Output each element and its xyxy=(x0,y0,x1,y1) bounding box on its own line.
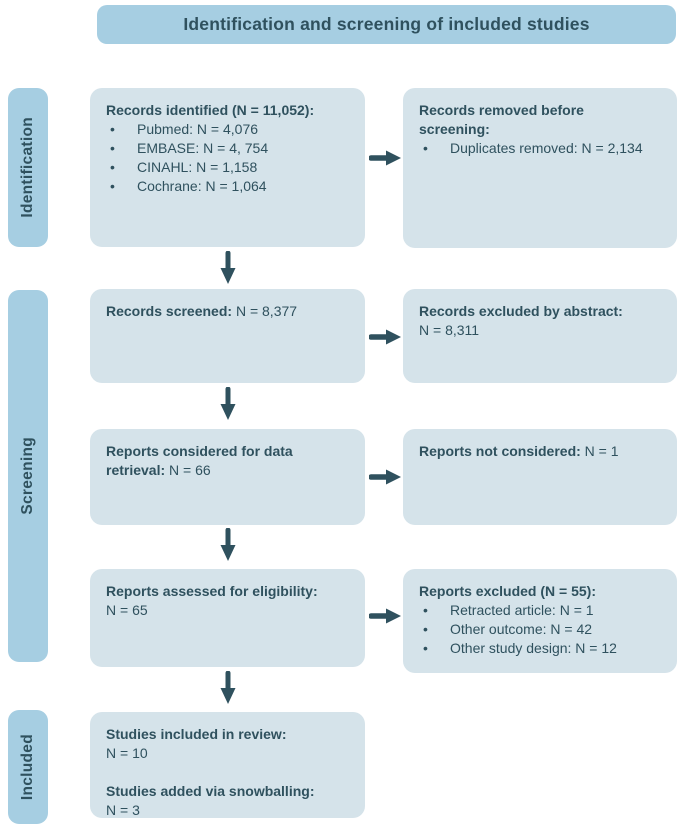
box-records-removed: Records removed before screening: • Duplic… xyxy=(403,88,677,248)
box-records-screened: Records screened: N = 8,377 xyxy=(90,289,365,383)
text-line: Reports excluded (N = 55): xyxy=(419,583,596,599)
arrow-down-icon xyxy=(219,671,237,705)
text-line: N = 65 xyxy=(106,602,148,618)
bullet-item: • Retracted article: N = 1 xyxy=(419,601,661,620)
arrow-right-icon xyxy=(369,468,401,486)
arrow-right-icon xyxy=(369,328,401,346)
bullet-icon: • xyxy=(110,178,115,194)
stage-label-identification: Identification xyxy=(19,117,36,218)
text-line: Reports considered for data retrieval: N… xyxy=(106,443,293,478)
bullet-text: CINAHL: N = 1,158 xyxy=(137,159,258,175)
text-line: N = 10 xyxy=(106,745,148,761)
text-line: Records removed before screening: xyxy=(419,102,584,137)
text-line: Studies included in review: xyxy=(106,726,287,742)
text-line: Studies added via snowballing: xyxy=(106,783,315,799)
text-line: Reports not considered: N = 1 xyxy=(419,443,619,459)
bullet-text: Other outcome: N = 42 xyxy=(450,621,593,637)
stage-bar-included: Included xyxy=(8,710,48,824)
box-reports-not-considered: Reports not considered: N = 1 xyxy=(403,429,677,525)
text-line: Records screened: N = 8,377 xyxy=(106,303,298,319)
box-reports-excluded: Reports excluded (N = 55): • Retracted art… xyxy=(403,569,677,673)
bullet-icon: • xyxy=(423,621,428,637)
stage-bar-identification: Identification xyxy=(8,88,48,247)
bullet-icon: • xyxy=(423,140,428,156)
arrow-right-icon xyxy=(369,149,401,167)
stage-bar-screening: Screening xyxy=(8,290,48,662)
diagram-title: Identification and screening of included… xyxy=(97,5,676,44)
arrow-down-icon xyxy=(219,528,237,562)
bullet-item: • EMBASE: N = 4, 754 xyxy=(106,139,349,158)
bullet-item: • Pubmed: N = 4,076 xyxy=(106,120,349,139)
bullet-text: Duplicates removed: N = 2,134 xyxy=(450,140,643,156)
arrow-down-icon xyxy=(219,251,237,285)
box-records-identified: Records identified (N = 11,052): • Pubmed:… xyxy=(90,88,365,247)
box-reports-assessed: Reports assessed for eligibility: N = 65 xyxy=(90,569,365,667)
arrow-right-icon xyxy=(369,607,401,625)
bullet-text: Cochrane: N = 1,064 xyxy=(137,178,267,194)
bullet-text: Other study design: N = 12 xyxy=(450,640,617,656)
bullet-icon: • xyxy=(423,640,428,656)
arrow-down-icon xyxy=(219,387,237,421)
line-spacer xyxy=(106,763,349,782)
stage-label-included: Included xyxy=(19,733,36,801)
bullet-text: Retracted article: N = 1 xyxy=(450,602,594,618)
box-studies-included: Studies included in review: N = 10 Studies… xyxy=(90,712,365,818)
text-line: N = 3 xyxy=(106,802,140,818)
bullet-item: • Other study design: N = 12 xyxy=(419,639,661,658)
bullet-icon: • xyxy=(110,140,115,156)
text-line: Reports assessed for eligibility: xyxy=(106,583,318,599)
bullet-icon: • xyxy=(423,602,428,618)
text-line: N = 8,311 xyxy=(419,322,480,338)
bullet-item: • CINAHL: N = 1,158 xyxy=(106,158,349,177)
bullet-text: EMBASE: N = 4, 754 xyxy=(137,140,269,156)
bullet-item: • Duplicates removed: N = 2,134 xyxy=(419,139,661,158)
bullet-item: • Cochrane: N = 1,064 xyxy=(106,177,349,196)
box-records-excluded: Records excluded by abstract: N = 8,311 xyxy=(403,289,677,383)
bullet-icon: • xyxy=(110,121,115,137)
stage-label-screening: Screening xyxy=(19,437,36,515)
text-line: Records excluded by abstract: xyxy=(419,303,623,319)
box-reports-considered: Reports considered for data retrieval: N… xyxy=(90,429,365,525)
bullet-icon: • xyxy=(110,159,115,175)
bullet-item: • Other outcome: N = 42 xyxy=(419,620,661,639)
bullet-text: Pubmed: N = 4,076 xyxy=(137,121,259,137)
text-line: Records identified (N = 11,052): xyxy=(106,102,315,118)
